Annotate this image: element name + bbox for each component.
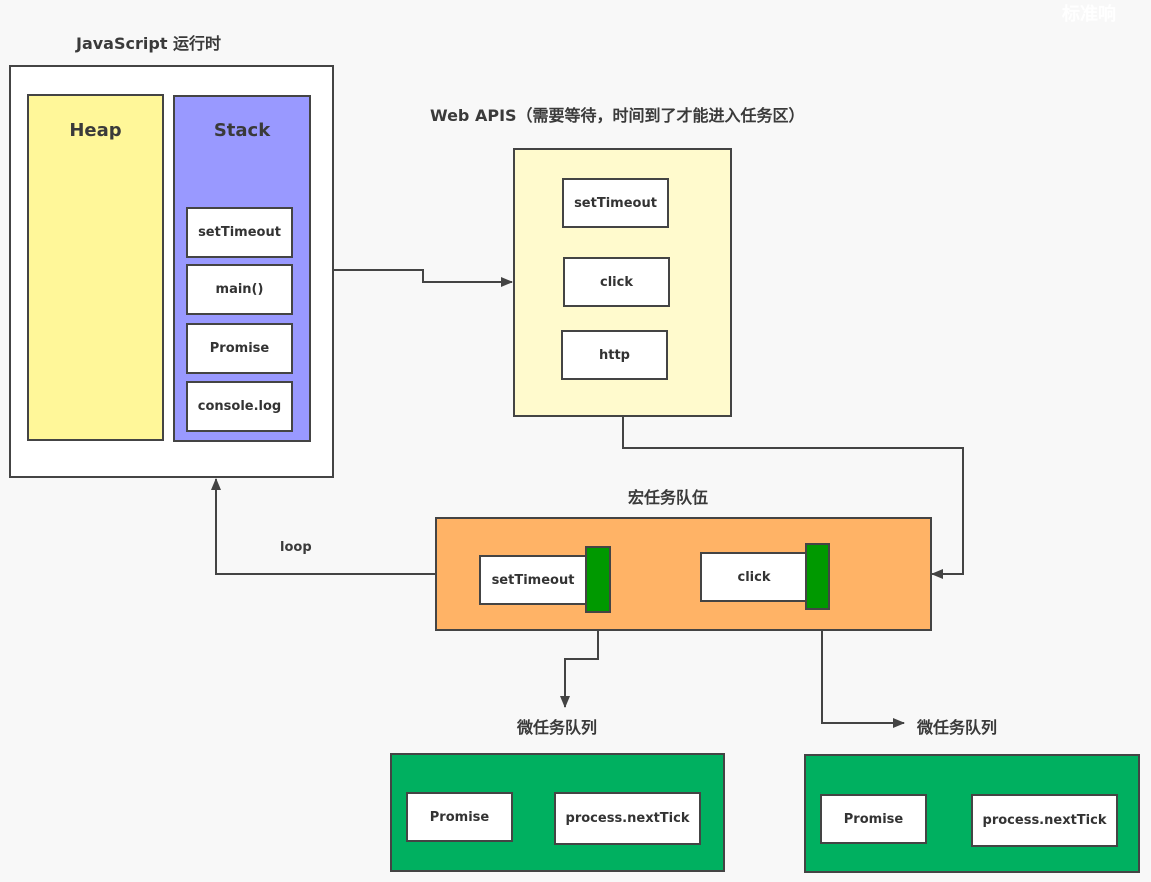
stack-item: console.log [186, 381, 293, 432]
macro-queue-title: 宏任务队伍 [628, 488, 709, 507]
runtime-title: JavaScript 运行时 [76, 34, 222, 53]
arrow-loop [211, 478, 436, 575]
macro-task-marker [805, 543, 830, 610]
webapi-item: setTimeout [562, 178, 669, 228]
stack-label: Stack [213, 120, 271, 141]
micro-queue-title: 微任务队列 [917, 718, 998, 737]
webapis-title: Web APIS（需要等待，时间到了才能进入任务区） [430, 106, 805, 125]
webapi-item: http [561, 330, 668, 380]
stack-item: Promise [186, 323, 293, 374]
macro-task-marker [585, 546, 611, 613]
micro-queue-title: 微任务队列 [517, 718, 598, 737]
micro-task-item: Promise [820, 794, 927, 844]
micro-task-item: Promise [406, 792, 513, 842]
stack-item: setTimeout [186, 207, 293, 258]
macro-task-item: setTimeout [479, 555, 587, 605]
heap-area: Heap [27, 94, 164, 441]
macro-task-item: click [700, 552, 808, 602]
loop-label: loop [280, 540, 312, 555]
micro-task-item: process.nextTick [971, 794, 1118, 847]
watermark-text: 标准响 [1062, 4, 1116, 25]
stack-item: main() [186, 264, 293, 315]
micro-task-item: process.nextTick [554, 792, 701, 845]
webapi-item: click [563, 257, 670, 307]
arrow-runtime-to-webapis [333, 269, 513, 287]
heap-label: Heap [69, 120, 122, 141]
